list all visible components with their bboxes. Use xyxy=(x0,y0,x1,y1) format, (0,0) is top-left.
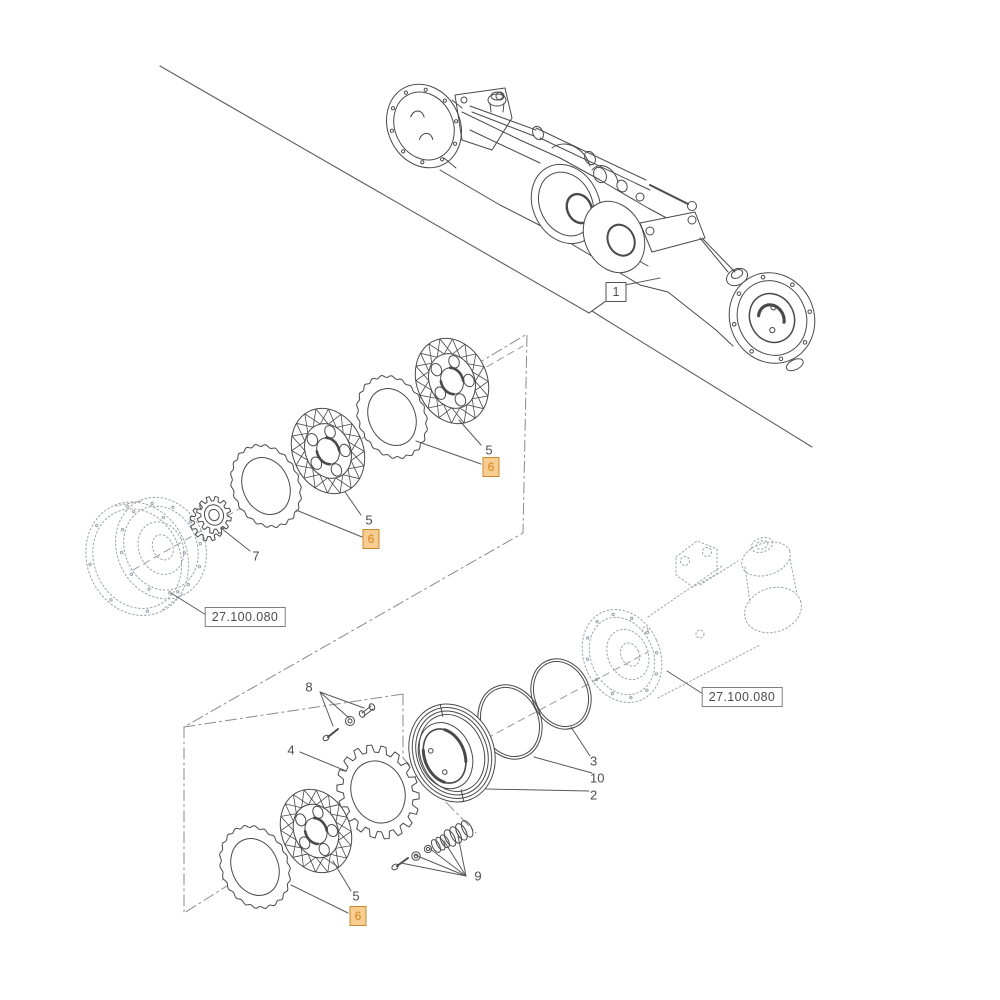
callout-3: 3 xyxy=(590,753,598,769)
assembly-bracket-lines xyxy=(159,65,813,448)
axle-assembly-drawing xyxy=(386,83,816,372)
brake-piston xyxy=(408,703,496,803)
ref-link-carrier[interactable]: 27.100.080 xyxy=(204,607,286,627)
callout-5-upper-left: 5 xyxy=(365,512,373,528)
callout-assembly: 1 xyxy=(605,282,627,302)
callout-2: 2 xyxy=(590,787,598,803)
brake-disc-friction-upper-a xyxy=(290,407,366,495)
brake-disc-steel-upper-a xyxy=(230,443,302,529)
oring-outer xyxy=(530,658,592,730)
callout-6-upper-right[interactable]: 6 xyxy=(482,457,500,477)
callout-10: 10 xyxy=(590,770,605,786)
callout-5-upper-right: 5 xyxy=(485,442,493,458)
detail-boundary-lines xyxy=(183,333,528,914)
leader-lines xyxy=(170,419,704,914)
planet-carrier-ref-drawing[interactable] xyxy=(68,477,225,632)
ref-link-housing[interactable]: 27.100.080 xyxy=(701,687,783,707)
callout-6-upper-left[interactable]: 6 xyxy=(362,529,380,549)
brake-disc-friction-upper-b xyxy=(414,337,490,425)
sun-gear xyxy=(189,496,232,542)
callout-5-lower: 5 xyxy=(352,888,360,904)
callout-9: 9 xyxy=(474,868,482,884)
brake-disc-steel-lower xyxy=(219,824,291,910)
bolt-set-drawing xyxy=(322,703,376,742)
brake-disc-friction-lower xyxy=(279,788,353,874)
axle-housing-ref-drawing[interactable] xyxy=(568,535,808,715)
callout-4: 4 xyxy=(287,742,295,758)
callout-8: 8 xyxy=(305,679,313,695)
callout-7: 7 xyxy=(252,548,260,564)
callout-6-lower[interactable]: 6 xyxy=(349,906,367,926)
